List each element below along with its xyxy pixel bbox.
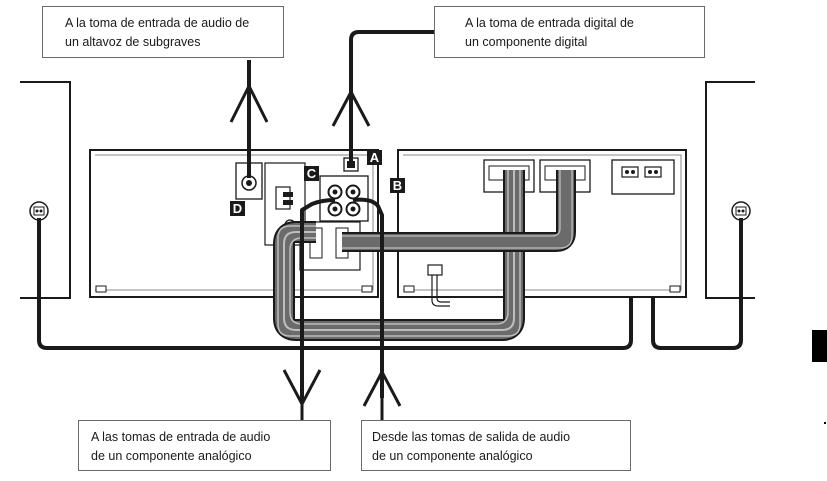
label-b-badge: B bbox=[390, 178, 405, 193]
callout-subwoofer-line2: un altavoz de subgraves bbox=[65, 35, 201, 49]
analog-out-arrow bbox=[362, 368, 402, 420]
callout-analog-out-line1: Desde las tomas de salida de audio bbox=[372, 430, 571, 444]
callout-subwoofer-line1: A la toma de entrada de audio de bbox=[65, 16, 250, 30]
digital-cable bbox=[331, 30, 434, 164]
callout-digital-line2: un componente digital bbox=[465, 35, 588, 49]
rca-cables bbox=[300, 197, 384, 398]
edge-marker-block bbox=[812, 330, 827, 362]
callout-analog-in-line2: de un componente analógico bbox=[91, 449, 252, 463]
label-d-badge: D bbox=[230, 201, 245, 216]
callout-analog-input: A las tomas de entrada de audio de un co… bbox=[78, 420, 331, 471]
speaker-cables bbox=[37, 176, 743, 350]
callout-digital-line1: A la toma de entrada digital de bbox=[465, 16, 634, 30]
edge-marker-dot bbox=[824, 422, 826, 424]
callout-analog-output: Desde las tomas de salida de audio de un… bbox=[361, 420, 631, 471]
subwoofer-cable bbox=[229, 60, 269, 178]
right-speaker bbox=[705, 81, 755, 299]
callout-digital-input: A la toma de entrada digital de un compo… bbox=[434, 6, 705, 58]
callout-subwoofer-input: A la toma de entrada de audio de un alta… bbox=[42, 6, 284, 58]
left-speaker bbox=[20, 81, 71, 299]
label-c-badge: C bbox=[304, 166, 319, 181]
analog-in-arrow bbox=[282, 369, 322, 420]
ribbon-cables bbox=[273, 170, 576, 341]
callout-analog-out-line2: de un componente analógico bbox=[372, 449, 533, 463]
label-a-badge: A bbox=[367, 150, 382, 165]
left-unit bbox=[89, 149, 379, 298]
right-unit bbox=[397, 149, 687, 307]
callout-analog-in-line1: A las tomas de entrada de audio bbox=[91, 430, 271, 444]
